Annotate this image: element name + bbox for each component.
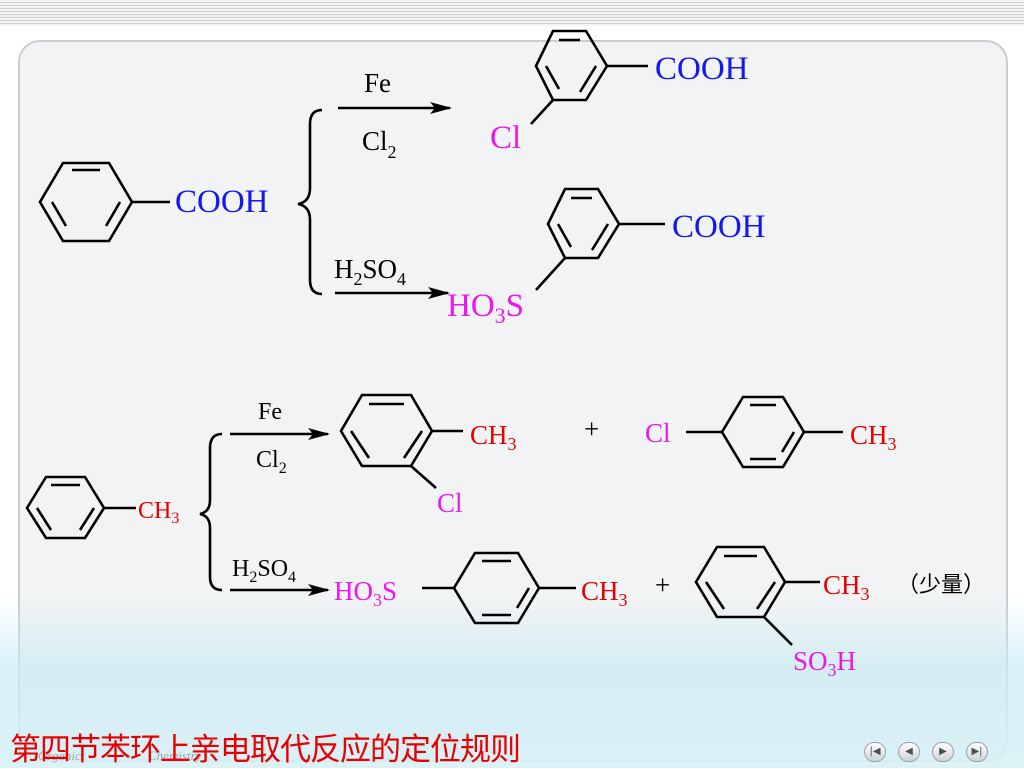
label-h2so4-2: H2SO4 (232, 556, 296, 586)
label-cl2-2: Cl2 (256, 447, 287, 477)
so-sub: 3 (828, 660, 837, 680)
benzene-ring-o-toluenesulfonic-acid (694, 545, 820, 646)
label-ch3-reactant: CH3 (138, 498, 179, 527)
label-cl-product1: Cl (437, 488, 463, 518)
label-cl-product2: Cl (645, 418, 671, 448)
benzene-ring-toluene (25, 475, 136, 540)
ch-text: CH (823, 570, 861, 600)
ch-text: CH (581, 576, 619, 606)
cl-sub: 2 (388, 142, 397, 162)
h-text: H (232, 556, 249, 582)
ho-sub: 3 (495, 303, 506, 328)
s-text: S (382, 576, 397, 606)
label-cl-product-top: Cl (490, 120, 521, 156)
benzene-ring-m-chlorobenzoic-acid (530, 29, 648, 125)
benzene-ring-benzoic-acid (38, 161, 170, 243)
ho-sub: 3 (373, 590, 382, 610)
label-ho3s-product3: HO3S (334, 576, 397, 610)
so-text: SO (363, 254, 398, 284)
s-text: S (506, 288, 524, 324)
ho-text: HO (447, 288, 495, 324)
ho-text: HO (334, 576, 373, 606)
cl-text: Cl (362, 126, 388, 156)
ch-sub: 3 (861, 584, 870, 604)
benzene-ring-p-toluenesulfonic-acid (422, 551, 576, 625)
label-fe-1: Fe (364, 68, 391, 98)
benzene-ring-m-sulfobenzoic-acid (535, 187, 665, 291)
ch-sub: 3 (508, 434, 517, 454)
label-fe-2: Fe (258, 399, 282, 425)
ch-sub: 3 (171, 510, 179, 527)
benzene-ring-o-chlorotoluene (339, 393, 463, 489)
so-text: SO (257, 556, 288, 582)
so-sub: 4 (288, 569, 296, 586)
molecule-decoration (0, 600, 1024, 768)
h-sub: 2 (354, 269, 363, 289)
ch-sub: 3 (888, 434, 897, 454)
label-cooh-product-top: COOH (655, 51, 749, 87)
label-cooh-reactant: COOH (175, 184, 269, 220)
nav-next-icon[interactable]: ▶ (932, 742, 954, 762)
label-cl2-1: Cl2 (362, 126, 397, 162)
top-stripe-bar (0, 0, 1024, 26)
label-ch3-product2: CH3 (850, 420, 897, 454)
cl-sub: 2 (279, 460, 287, 477)
label-ch3-product1: CH3 (470, 420, 517, 454)
h-text: H (334, 254, 354, 284)
brace-2 (199, 432, 223, 592)
h-text: H (837, 646, 857, 676)
label-cooh-product-bottom: COOH (672, 209, 766, 245)
nav-prev-icon[interactable]: ◀ (898, 742, 920, 762)
brace-1 (297, 108, 323, 296)
ch-sub: 3 (619, 590, 628, 610)
h-sub: 2 (249, 569, 257, 586)
decoration-text-chemistry: Chemistry (148, 748, 202, 763)
benzene-ring-p-chlorotoluene (686, 395, 843, 469)
so-sub: 4 (397, 269, 406, 289)
label-so3h-product4: SO3H (793, 646, 856, 680)
nav-first-icon[interactable]: |◀ (864, 742, 886, 762)
plus-sign-2: + (655, 570, 670, 600)
cl-text: Cl (256, 447, 279, 473)
label-minor-note: （少量） (897, 573, 985, 598)
label-h2so4-1: H2SO4 (334, 254, 406, 289)
ch-text: CH (470, 420, 508, 450)
ch-text: CH (850, 420, 888, 450)
so-text: SO (793, 646, 828, 676)
label-ch3-product4: CH3 (823, 570, 870, 604)
slide-title: 第四节苯环上亲电取代反应的定位规则 (10, 732, 521, 768)
label-ch3-product3: CH3 (581, 576, 628, 610)
label-ho3s-product-bottom: HO3S (447, 288, 524, 328)
ch-text: CH (138, 498, 171, 524)
nav-last-icon[interactable]: ▶| (966, 742, 988, 762)
plus-sign-1: + (584, 414, 599, 444)
decoration-text-organic: Organic (38, 748, 81, 763)
